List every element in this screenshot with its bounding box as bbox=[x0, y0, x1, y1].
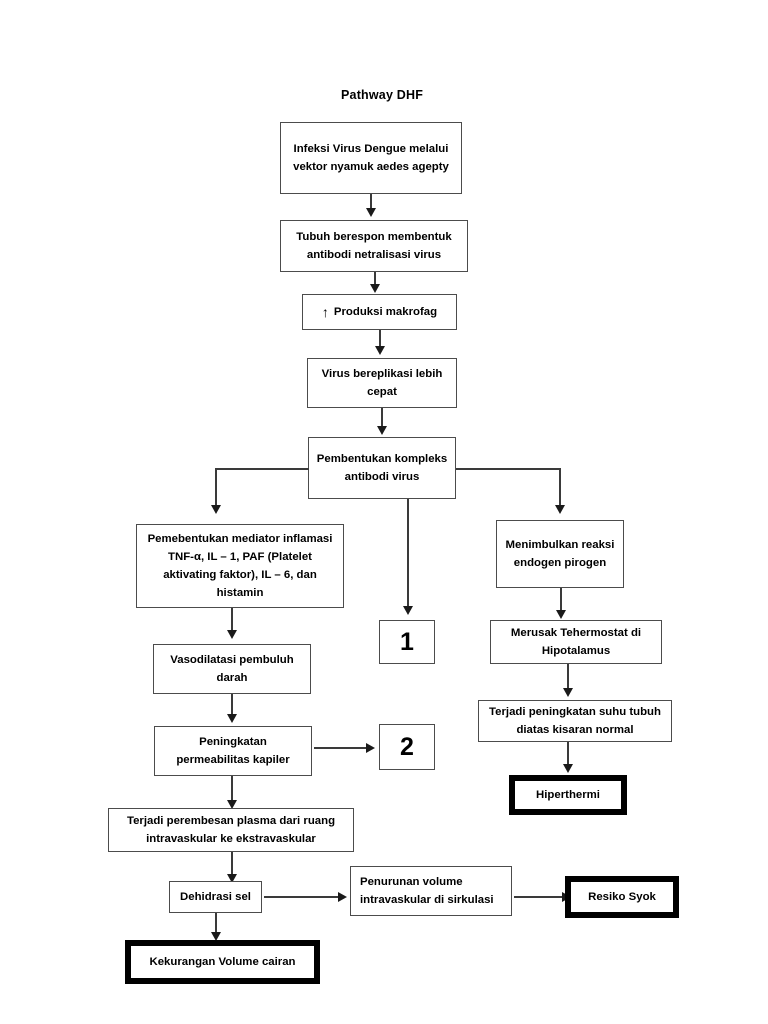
node-virus-bereplikasi-lebih-cepat: Virus bereplikasi lebih cepat bbox=[307, 358, 457, 408]
node-vasodilatasi-pembuluh-darah: Vasodilatasi pembuluh darah bbox=[153, 644, 311, 694]
node-pembentukan-kompleks-antibodi-virus: Pembentukan kompleks antibodi virus bbox=[308, 437, 456, 499]
node-produksi-makrofag-label: Produksi makrofag bbox=[333, 305, 438, 318]
connector-n16-n19-arrowhead bbox=[211, 932, 221, 941]
connector-n6-n9-line bbox=[231, 608, 233, 632]
node-penurunan-volume-intravaskular: Penurunan volume intravaskular di sirkul… bbox=[350, 866, 512, 916]
connector-n16-n17-arrowhead bbox=[338, 892, 347, 902]
connector-n5-center-arrowhead bbox=[403, 606, 413, 615]
connector-n10-n13-line bbox=[567, 664, 569, 690]
connector-n7-n10-line bbox=[560, 588, 562, 612]
node-menimbulkan-reaksi-endogen-pirogen: Menimbulkan reaksi endogen pirogen bbox=[496, 520, 624, 588]
connector-n2-n3-arrowhead bbox=[370, 284, 380, 293]
node-connector-reference-1: 1 bbox=[379, 620, 435, 664]
node-tubuh-berespon-membentuk-antibodi: Tubuh berespon membentuk antibodi netral… bbox=[280, 220, 468, 272]
connector-n5-right-arrowhead bbox=[555, 505, 565, 514]
connector-n5-center-vertical bbox=[407, 499, 409, 609]
connector-n10-n13-arrowhead bbox=[563, 688, 573, 697]
connector-n6-n9-arrowhead bbox=[227, 630, 237, 639]
connector-n13-n14-line bbox=[567, 742, 569, 766]
connector-n9-n11-arrowhead bbox=[227, 714, 237, 723]
connector-n3-n4-arrowhead bbox=[375, 346, 385, 355]
connector-n17-n18-line bbox=[514, 896, 564, 898]
connector-n7-n10-arrowhead bbox=[556, 610, 566, 619]
connector-n5-right-vertical bbox=[559, 468, 561, 508]
connector-n4-n5-arrowhead bbox=[377, 426, 387, 435]
connector-n16-n19-line bbox=[215, 913, 217, 935]
connector-n11-n15-line bbox=[231, 776, 233, 802]
connector-n3-n4-line bbox=[379, 330, 381, 348]
connector-n15-n16-line bbox=[231, 852, 233, 876]
node-produksi-makrofag: ↑ Produksi makrofag bbox=[302, 294, 457, 330]
connector-n11-n12-line bbox=[314, 747, 368, 749]
node-merusak-tehermostat-hipotalamus: Merusak Tehermostat di Hipotalamus bbox=[490, 620, 662, 664]
node-resiko-syok: Resiko Syok bbox=[566, 877, 678, 917]
node-kekurangan-volume-cairan: Kekurangan Volume cairan bbox=[126, 941, 319, 983]
connector-n11-n12-arrowhead bbox=[366, 743, 375, 753]
connector-n1-n2-line bbox=[370, 194, 372, 210]
node-dehidrasi-sel: Dehidrasi sel bbox=[169, 881, 262, 913]
node-terjadi-perembesan-plasma: Terjadi perembesan plasma dari ruang int… bbox=[108, 808, 354, 852]
node-hiperthermi: Hiperthermi bbox=[510, 776, 626, 814]
node-peningkatan-permeabilitas-kapiler: Peningkatan permeabilitas kapiler bbox=[154, 726, 312, 776]
connector-n9-n11-line bbox=[231, 694, 233, 716]
connector-n5-left-horizontal bbox=[215, 468, 309, 470]
connector-n15-n16-arrowhead bbox=[227, 874, 237, 883]
up-arrow-icon: ↑ bbox=[321, 304, 329, 320]
connector-n1-n2-arrowhead bbox=[366, 208, 376, 217]
connector-n13-n14-arrowhead bbox=[563, 764, 573, 773]
node-connector-reference-2: 2 bbox=[379, 724, 435, 770]
node-infeksi-virus-dengue: Infeksi Virus Dengue melalui vektor nyam… bbox=[280, 122, 462, 194]
node-pemebentukan-mediator-inflamasi: Pemebentukan mediator inflamasi TNF-α, I… bbox=[136, 524, 344, 608]
connector-n5-left-arrowhead bbox=[211, 505, 221, 514]
connector-n5-left-vertical bbox=[215, 468, 217, 508]
connector-n16-n17-line bbox=[264, 896, 340, 898]
connector-n5-right-horizontal bbox=[456, 468, 560, 470]
diagram-title: Pathway DHF bbox=[341, 88, 424, 102]
node-terjadi-peningkatan-suhu-tubuh: Terjadi peningkatan suhu tubuh diatas ki… bbox=[478, 700, 672, 742]
connector-n4-n5-line bbox=[381, 408, 383, 428]
connector-n2-n3-line bbox=[374, 272, 376, 286]
connector-n11-n15-arrowhead bbox=[227, 800, 237, 809]
